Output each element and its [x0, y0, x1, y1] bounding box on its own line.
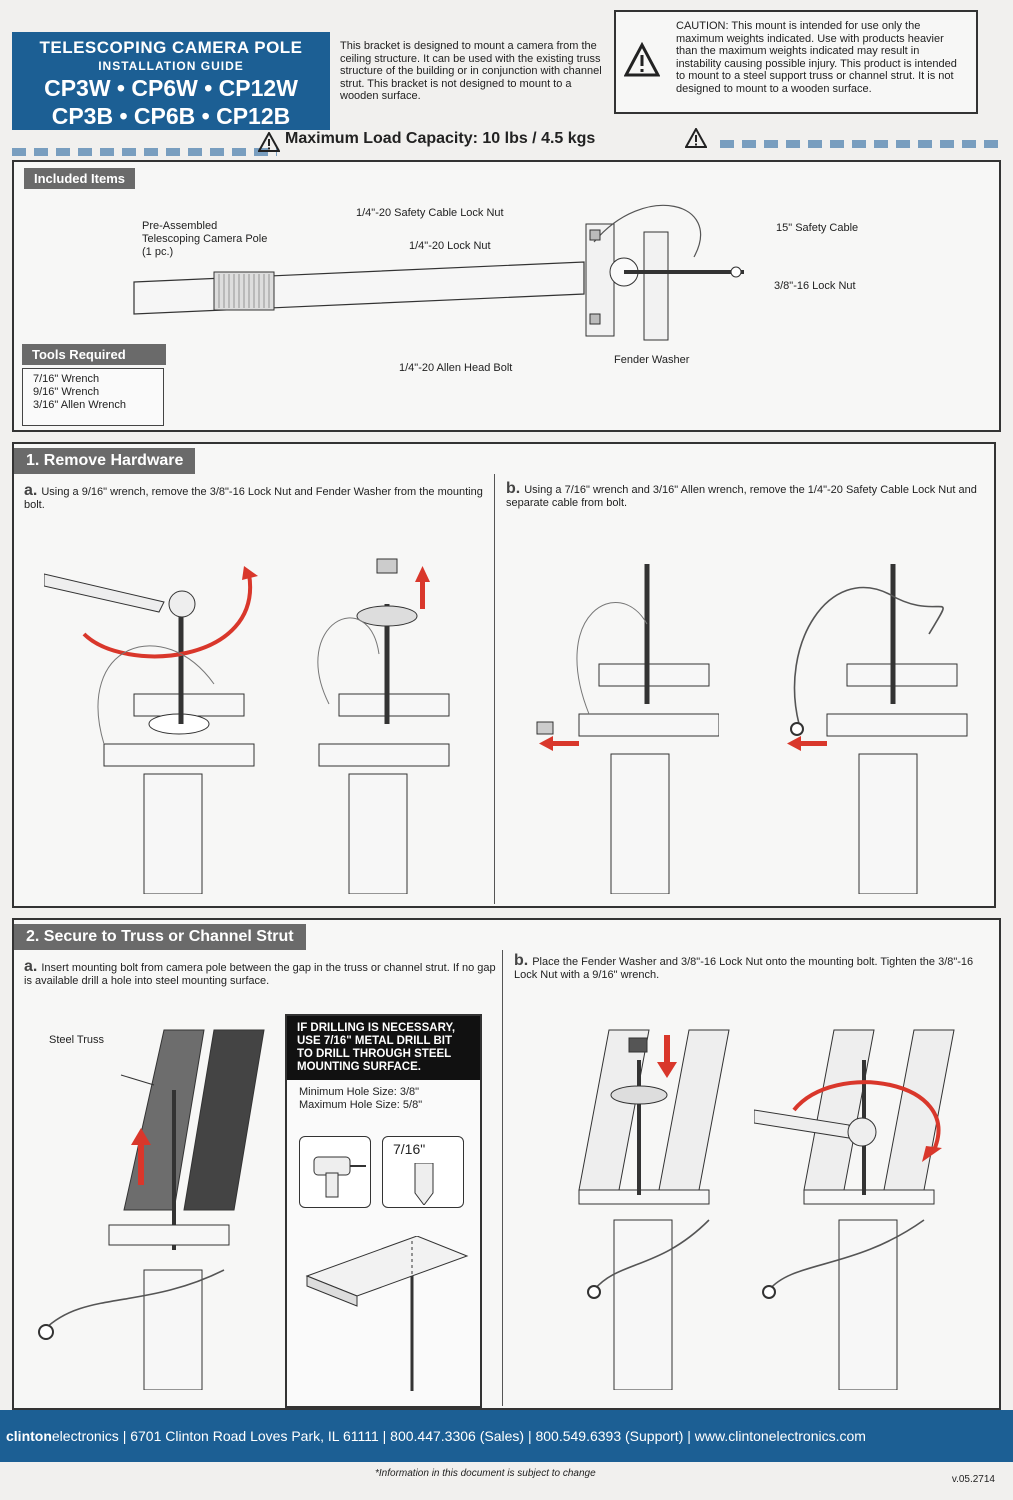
step-2a-text: Insert mounting bolt from camera pole be… — [24, 962, 496, 987]
tools-list: 7/16" Wrench 9/16" Wrench 3/16" Allen Wr… — [22, 368, 164, 426]
step-1a-text: Using a 9/16" wrench, remove the 3/8"-16… — [24, 486, 483, 511]
guide-subtitle: INSTALLATION GUIDE — [98, 59, 244, 73]
step-2b-washer-placement-illustration — [578, 1029, 730, 1390]
divider-stripe-left — [12, 148, 277, 156]
step-2-section: 2. Secure to Truss or Channel Strut a.In… — [12, 918, 1001, 1410]
caution-box: CAUTION: This mount is intended for use … — [614, 10, 978, 114]
guide-title: TELESCOPING CAMERA POLE — [39, 38, 303, 57]
lock-nut-label: 1/4"-20 Lock Nut — [409, 240, 491, 252]
drill-bit-panel: 7/16" — [382, 1136, 464, 1208]
steel-truss-label: Steel Truss — [49, 1034, 105, 1046]
title-block: TELESCOPING CAMERA POLE INSTALLATION GUI… — [12, 32, 330, 130]
step-2a-truss-insertion-illustration — [38, 1029, 265, 1390]
models-row-2: CP3B • CP6B • CP12B — [51, 103, 291, 129]
step-1-tag: 1. Remove Hardware — [14, 448, 196, 474]
step-1b-nut-removal-illustration — [536, 564, 719, 894]
tools-required-tag: Tools Required — [22, 344, 166, 365]
footer-contact: clintonelectronics | 6701 Clinton Road L… — [6, 1428, 866, 1444]
max-load-capacity: Maximum Load Capacity: 10 lbs / 4.5 kgs — [285, 130, 596, 147]
step-1b-text: Using a 7/16" wrench and 3/16" Allen wre… — [506, 484, 977, 509]
step-1b-cable-separation-illustration — [787, 564, 968, 894]
brand-name-bold: clinton — [6, 1428, 52, 1444]
max-hole-size: Maximum Hole Size: 5/8" — [299, 1099, 423, 1111]
step-1-section: 1. Remove Hardware a.Using a 9/16" wrenc… — [12, 442, 996, 908]
step-2a-instructions: a.Insert mounting bolt from camera pole … — [24, 958, 499, 988]
step-1b-letter: b. — [506, 480, 521, 497]
intro-paragraph: This bracket is designed to mount a came… — [340, 40, 602, 102]
drill-bit-size: 7/16" — [393, 1141, 426, 1157]
step-1a-washer-removal-illustration — [317, 558, 450, 894]
tool-item: 9/16" Wrench — [33, 386, 100, 398]
step-2a-letter: a. — [24, 958, 38, 975]
min-hole-size: Minimum Hole Size: 3/8" — [299, 1086, 420, 1098]
step-1a-instructions: a.Using a 9/16" wrench, remove the 3/8"-… — [24, 482, 489, 512]
safety-cable-lock-nut-label: 1/4"-20 Safety Cable Lock Nut — [356, 207, 504, 219]
pole-label: Pre-Assembled Telescoping Camera Pole (1… — [142, 220, 268, 258]
tool-item: 7/16" Wrench — [33, 373, 100, 385]
allen-head-bolt-label: 1/4"-20 Allen Head Bolt — [399, 362, 513, 374]
drill-icon — [313, 1156, 366, 1198]
step-2-tag: 2. Secure to Truss or Channel Strut — [14, 924, 306, 950]
step-2b-text: Place the Fender Washer and 3/8"-16 Lock… — [514, 956, 974, 981]
version-number: v.05.2714 — [951, 1474, 995, 1485]
included-items-section: Included Items Pre-Assembled Telescoping… — [12, 160, 1001, 432]
drilling-info-box: IF DRILLING IS NECESSARY, USE 7/16" META… — [285, 1014, 482, 1408]
panel-divider — [502, 950, 503, 1406]
warning-icon — [624, 42, 660, 77]
drill-icon-panel — [299, 1136, 371, 1208]
step-1a-letter: a. — [24, 482, 38, 499]
brand-name-rest: electronics — [51, 1428, 119, 1444]
step-2b-letter: b. — [514, 952, 529, 969]
divider-stripe-right — [720, 140, 1005, 148]
drill-bit-icon — [414, 1163, 434, 1205]
drilling-warning: IF DRILLING IS NECESSARY, USE 7/16" META… — [287, 1016, 480, 1080]
warning-icon — [258, 132, 280, 152]
warning-icon — [685, 128, 707, 148]
drilling-surface-illustration — [305, 1236, 469, 1391]
step-1b-instructions: b.Using a 7/16" wrench and 3/16" Allen w… — [506, 480, 986, 510]
fender-washer-label: Fender Washer — [614, 354, 690, 366]
footer-address: | 6701 Clinton Road Loves Park, IL 61111… — [118, 1428, 866, 1444]
step-2b-tighten-nut-illustration — [754, 1029, 955, 1390]
caution-text: CAUTION: This mount is intended for use … — [676, 20, 957, 95]
panel-divider — [494, 474, 495, 904]
disclaimer: *Information in this document is subject… — [375, 1468, 596, 1479]
safety-cable-label: 15" Safety Cable — [776, 222, 859, 234]
footer-bar: clintonelectronics | 6701 Clinton Road L… — [0, 1410, 1013, 1462]
camera-pole-drawing — [133, 204, 744, 341]
models-row-1: CP3W • CP6W • CP12W — [44, 75, 298, 101]
step-2b-instructions: b.Place the Fender Washer and 3/8"-16 Lo… — [514, 952, 992, 982]
step-1a-wrench-illustration — [44, 566, 258, 894]
tool-item: 3/16" Allen Wrench — [33, 399, 126, 411]
included-items-tag: Included Items — [24, 168, 136, 189]
lock-nut-38-label: 3/8"-16 Lock Nut — [774, 280, 856, 292]
